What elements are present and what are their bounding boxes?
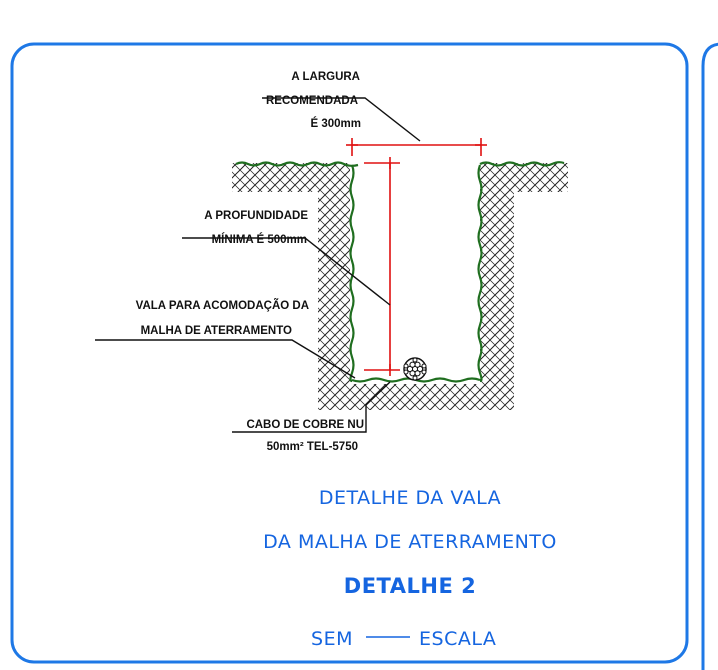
ground-surface-left <box>235 161 359 167</box>
title-line-2: DA MALHA DE ATERRAMENTO <box>263 531 557 553</box>
label-depth-2: MÍNIMA É 500mm <box>212 233 307 246</box>
adjacent-frame-edge <box>701 42 718 670</box>
label-trench-1: VALA PARA ACOMODAÇÃO DA <box>136 299 309 312</box>
scale-right: ESCALA <box>419 628 496 650</box>
label-width-3: É 300mm <box>310 117 361 130</box>
title-line-1: DETALHE DA VALA <box>319 487 501 509</box>
label-depth-1: A PROFUNDIDADE <box>204 210 308 222</box>
scale-left: SEM <box>311 628 353 650</box>
copper-cable <box>403 357 427 381</box>
label-cable-2: 50mm² TEL-5750 <box>267 441 358 453</box>
detail-number: DETALHE 2 <box>344 574 476 598</box>
depth-dimension <box>364 157 400 376</box>
label-trench-2: MALHA DE ATERRAMENTO <box>141 325 292 337</box>
trench-interior <box>356 166 478 380</box>
label-width-1: A LARGURA <box>291 71 360 83</box>
leader-lines <box>95 97 421 433</box>
trench-wall-left <box>349 164 355 383</box>
detail-frame <box>10 42 689 664</box>
width-dimension <box>346 138 487 156</box>
ground-surface-right <box>479 161 565 167</box>
label-cable-1: CABO DE COBRE NU <box>246 419 364 431</box>
label-width-2: RECOMENDADA <box>266 95 358 107</box>
trench-wall-right <box>477 164 483 383</box>
